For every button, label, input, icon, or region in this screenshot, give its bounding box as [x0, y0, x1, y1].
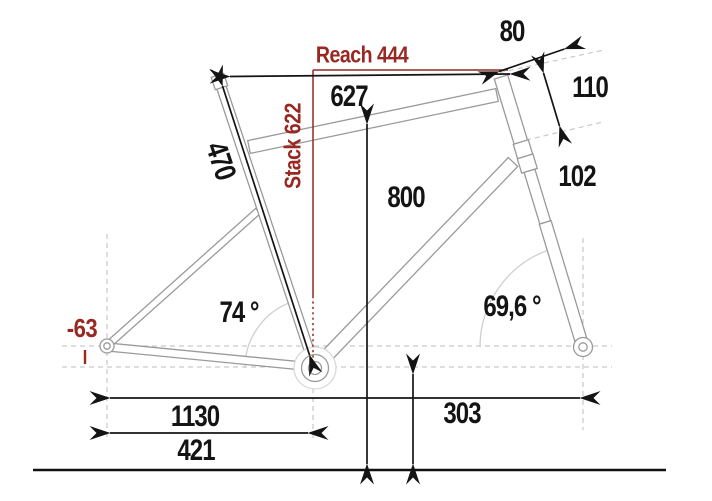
frame: [99, 72, 594, 390]
head-angle-label: 69,6 °: [483, 290, 541, 323]
rear-axle-hole: [103, 342, 111, 350]
top-tube-label: 627: [330, 80, 368, 113]
arrow-seat-tube-470: [209, 64, 323, 377]
stack-label: Stack 622: [279, 103, 306, 189]
seat-angle-label: 74 °: [219, 296, 259, 329]
arrow-top-tube-627: [209, 66, 531, 84]
wheelbase-label: 1130: [170, 400, 220, 433]
bb-drop-label: -63: [66, 313, 98, 343]
fork-lower-leg: [538, 219, 588, 342]
dimension-arrows: [89, 35, 601, 485]
chainstay-label: 421: [177, 434, 215, 467]
reach-label: Reach 444: [315, 41, 409, 68]
standover-label: 800: [387, 181, 425, 214]
bb-height-label: 303: [443, 397, 481, 430]
head-tube-label: 110: [572, 71, 609, 104]
fork-crown: [516, 153, 539, 175]
head-angle-arc: [479, 249, 548, 348]
fork-upper-leg: [523, 168, 552, 225]
fork-upper-label: 102: [558, 160, 596, 193]
guide-headtube-bottom: [525, 121, 604, 141]
stem-spacer-label: 80: [499, 15, 526, 48]
bb-spindle-hole: [307, 360, 323, 376]
head-tube: [493, 74, 529, 145]
front-axle-hole: [578, 342, 588, 352]
arrow-head-tube-110: [530, 51, 573, 148]
